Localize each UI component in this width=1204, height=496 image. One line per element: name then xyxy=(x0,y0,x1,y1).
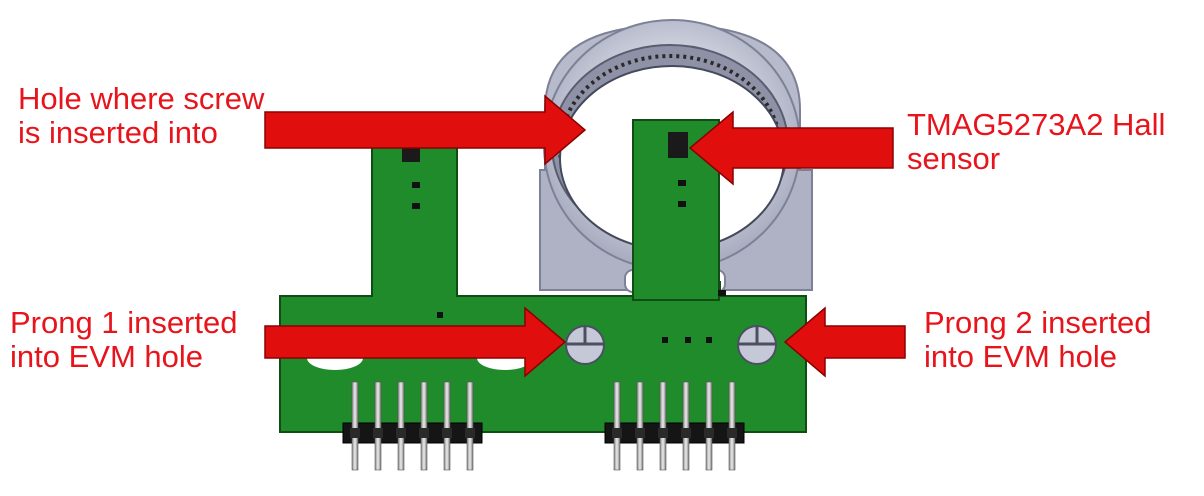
arrow-prong-2 xyxy=(783,306,906,378)
prong-1-label-line2: into EVM hole xyxy=(10,339,203,374)
smd-pad xyxy=(685,337,691,343)
header-pin-collar xyxy=(419,428,429,438)
header-pin-collar xyxy=(396,428,406,438)
smd-pad xyxy=(706,337,712,343)
header-pin-collar xyxy=(727,428,737,438)
header-pin xyxy=(659,381,667,471)
arrow-screw-hole xyxy=(264,94,587,166)
header-pin xyxy=(443,381,451,471)
smd-pad xyxy=(678,180,686,186)
arrow-hall-sensor xyxy=(688,110,894,186)
pin-header-right xyxy=(604,381,745,471)
smd-pad xyxy=(412,203,420,209)
header-pin xyxy=(613,381,621,471)
screw-hole-label-line1: Hole where screw xyxy=(18,81,265,116)
screw-hole-label: Hole where screw is inserted into xyxy=(18,82,264,150)
header-pin-collar xyxy=(350,428,360,438)
prong-2-label-line2: into EVM hole xyxy=(924,339,1117,374)
header-pin xyxy=(728,381,736,471)
prong-2-label-line1: Prong 2 inserted xyxy=(924,305,1152,340)
smd-pad xyxy=(412,182,420,188)
header-body xyxy=(604,422,745,444)
hall-sensor-chip xyxy=(668,132,688,158)
header-pin xyxy=(682,381,690,471)
prong-1-label: Prong 1 inserted into EVM hole xyxy=(10,306,237,374)
header-pin xyxy=(466,381,474,471)
header-pin xyxy=(351,381,359,471)
header-pin xyxy=(705,381,713,471)
header-pin-collar xyxy=(442,428,452,438)
smd-pad xyxy=(662,337,668,343)
pin-header-left xyxy=(342,381,483,471)
header-body xyxy=(342,422,483,444)
header-pin xyxy=(420,381,428,471)
header-pin-collar xyxy=(681,428,691,438)
smd-pad xyxy=(718,290,726,296)
hall-sensor-label: TMAG5273A2 Hall sensor xyxy=(907,108,1165,176)
prong-2 xyxy=(737,325,777,365)
header-pin xyxy=(636,381,644,471)
header-pin-collar xyxy=(704,428,714,438)
header-pin xyxy=(374,381,382,471)
hall-sensor-label-line2: sensor xyxy=(907,141,1001,176)
header-pin-collar xyxy=(612,428,622,438)
header-pin xyxy=(397,381,405,471)
smd-pad xyxy=(678,201,686,207)
left-ic-chip xyxy=(402,146,420,162)
screw-hole-label-line2: is inserted into xyxy=(18,115,218,150)
prong-2-label: Prong 2 inserted into EVM hole xyxy=(924,306,1151,374)
prong-1 xyxy=(565,325,605,365)
header-pin-collar xyxy=(635,428,645,438)
header-pin-collar xyxy=(373,428,383,438)
header-pin-collar xyxy=(658,428,668,438)
arrow-prong-1 xyxy=(264,306,567,378)
hall-sensor-label-line1: TMAG5273A2 Hall xyxy=(907,107,1166,142)
smd-pad xyxy=(437,312,443,318)
header-pin-collar xyxy=(465,428,475,438)
prong-1-label-line1: Prong 1 inserted xyxy=(10,305,238,340)
